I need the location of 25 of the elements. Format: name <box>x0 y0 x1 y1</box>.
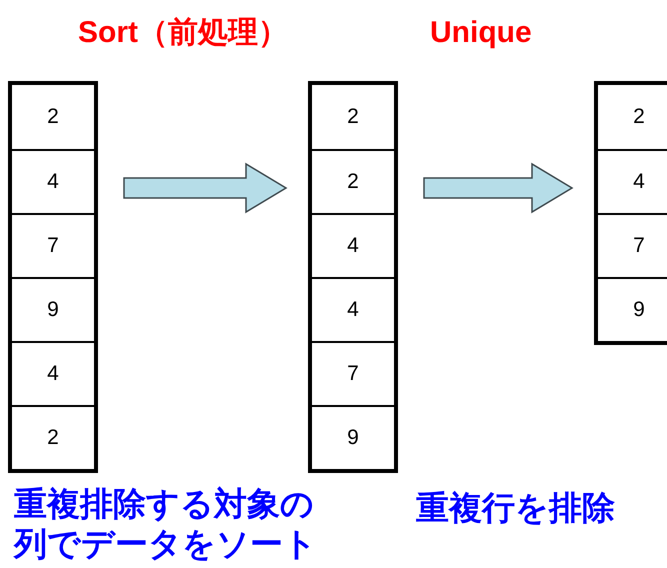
block-arrow <box>423 162 574 214</box>
array-cell: 2 <box>12 85 94 149</box>
array-cell: 4 <box>12 341 94 405</box>
note-text: 重複排除する対象の列でデータをソート <box>14 484 318 564</box>
array-cell: 9 <box>12 277 94 341</box>
array-column <box>8 81 98 473</box>
array-cell: 4 <box>12 149 94 213</box>
array-cell: 9 <box>312 405 394 469</box>
array-cell: 2 <box>12 405 94 469</box>
array-cell: 2 <box>312 149 394 213</box>
array-cell: 7 <box>12 213 94 277</box>
array-cell: 4 <box>312 277 394 341</box>
array-cell: 7 <box>312 341 394 405</box>
array-cell: 2 <box>598 85 667 149</box>
array-column <box>594 81 667 345</box>
array-cell: 9 <box>598 277 667 341</box>
array-cell: 7 <box>598 213 667 277</box>
note-text: 重複行を排除 <box>416 488 616 528</box>
array-column <box>308 81 398 473</box>
array-cell: 4 <box>598 149 667 213</box>
edge-label: Unique <box>430 15 532 51</box>
edge-label: Sort（前処理） <box>78 15 288 51</box>
array-cell: 4 <box>312 213 394 277</box>
block-arrow <box>123 162 288 214</box>
array-cell: 2 <box>312 85 394 149</box>
